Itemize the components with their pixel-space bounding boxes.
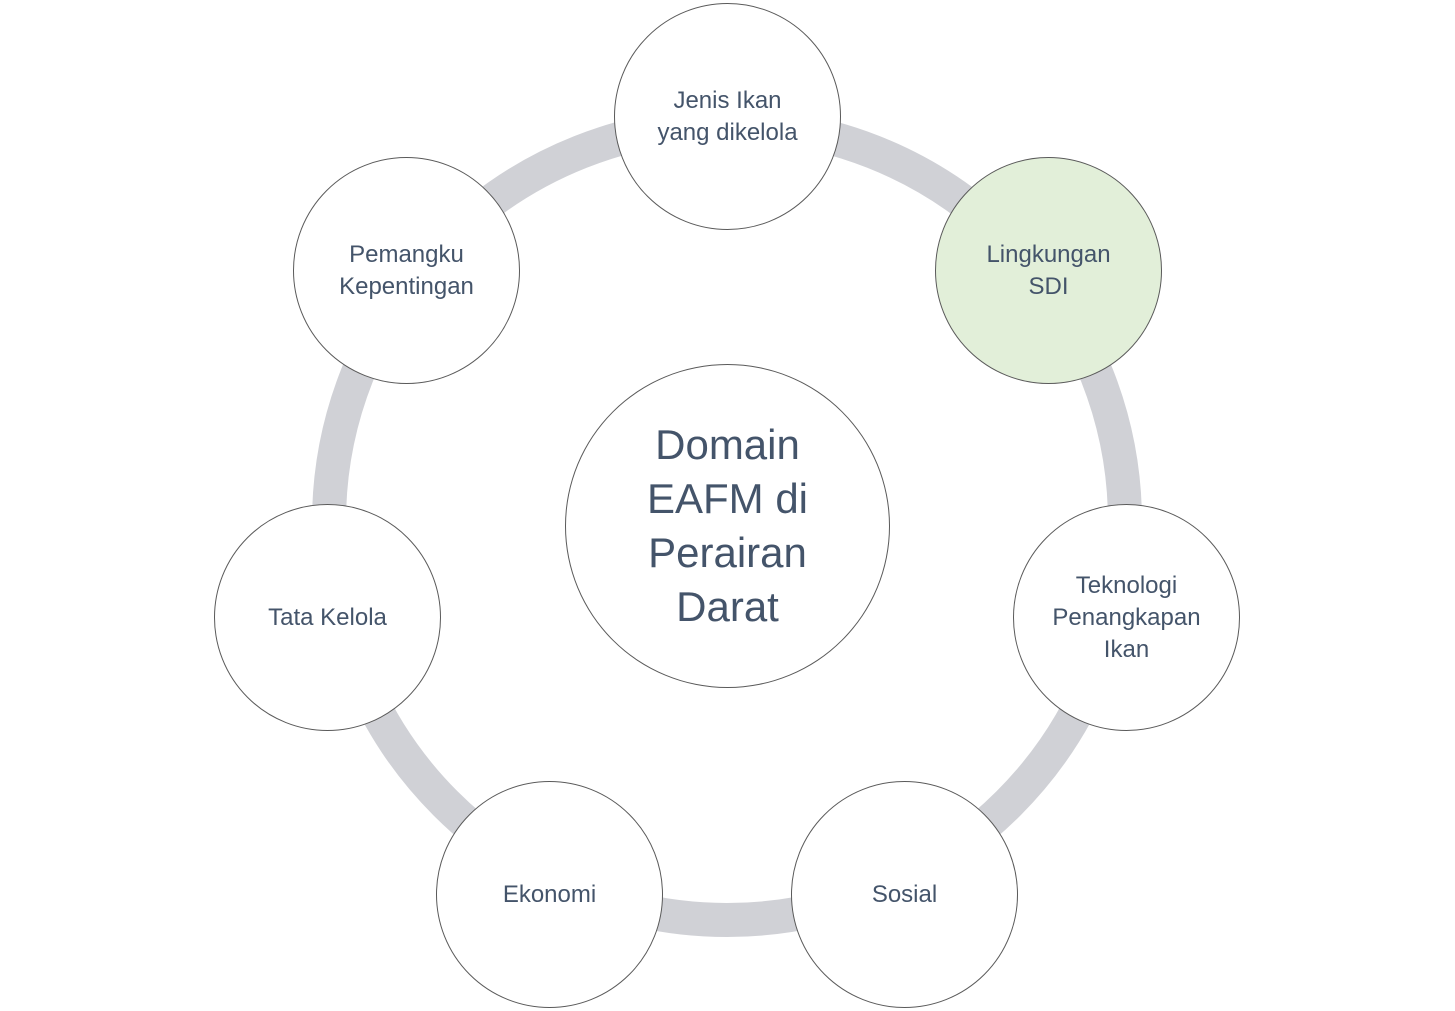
center-node-label: Domain EAFM di Perairan Darat — [646, 421, 809, 630]
node-label: Teknologi Penangkapan Ikan — [1052, 571, 1201, 663]
node-label: Pemangku Kepentingan — [339, 240, 474, 300]
node-label: Jenis Ikan yang dikelola — [657, 86, 798, 146]
node-jenis-ikan: Jenis Ikan yang dikelola — [614, 3, 841, 230]
node-label: Lingkungan SDI — [986, 240, 1111, 300]
node-ekonomi: Ekonomi — [436, 781, 663, 1008]
node-tata-kelola: Tata Kelola — [214, 504, 441, 731]
center-node: Domain EAFM di Perairan Darat — [565, 364, 890, 688]
node-teknologi-penangkapan-ikan: Teknologi Penangkapan Ikan — [1013, 504, 1240, 731]
node-label: Tata Kelola — [268, 603, 387, 631]
node-lingkungan-sdi: Lingkungan SDI — [935, 157, 1162, 384]
node-sosial: Sosial — [791, 781, 1018, 1008]
node-label: Ekonomi — [502, 880, 597, 908]
node-pemangku-kepentingan: Pemangku Kepentingan — [293, 157, 520, 384]
node-label: Sosial — [871, 880, 938, 908]
